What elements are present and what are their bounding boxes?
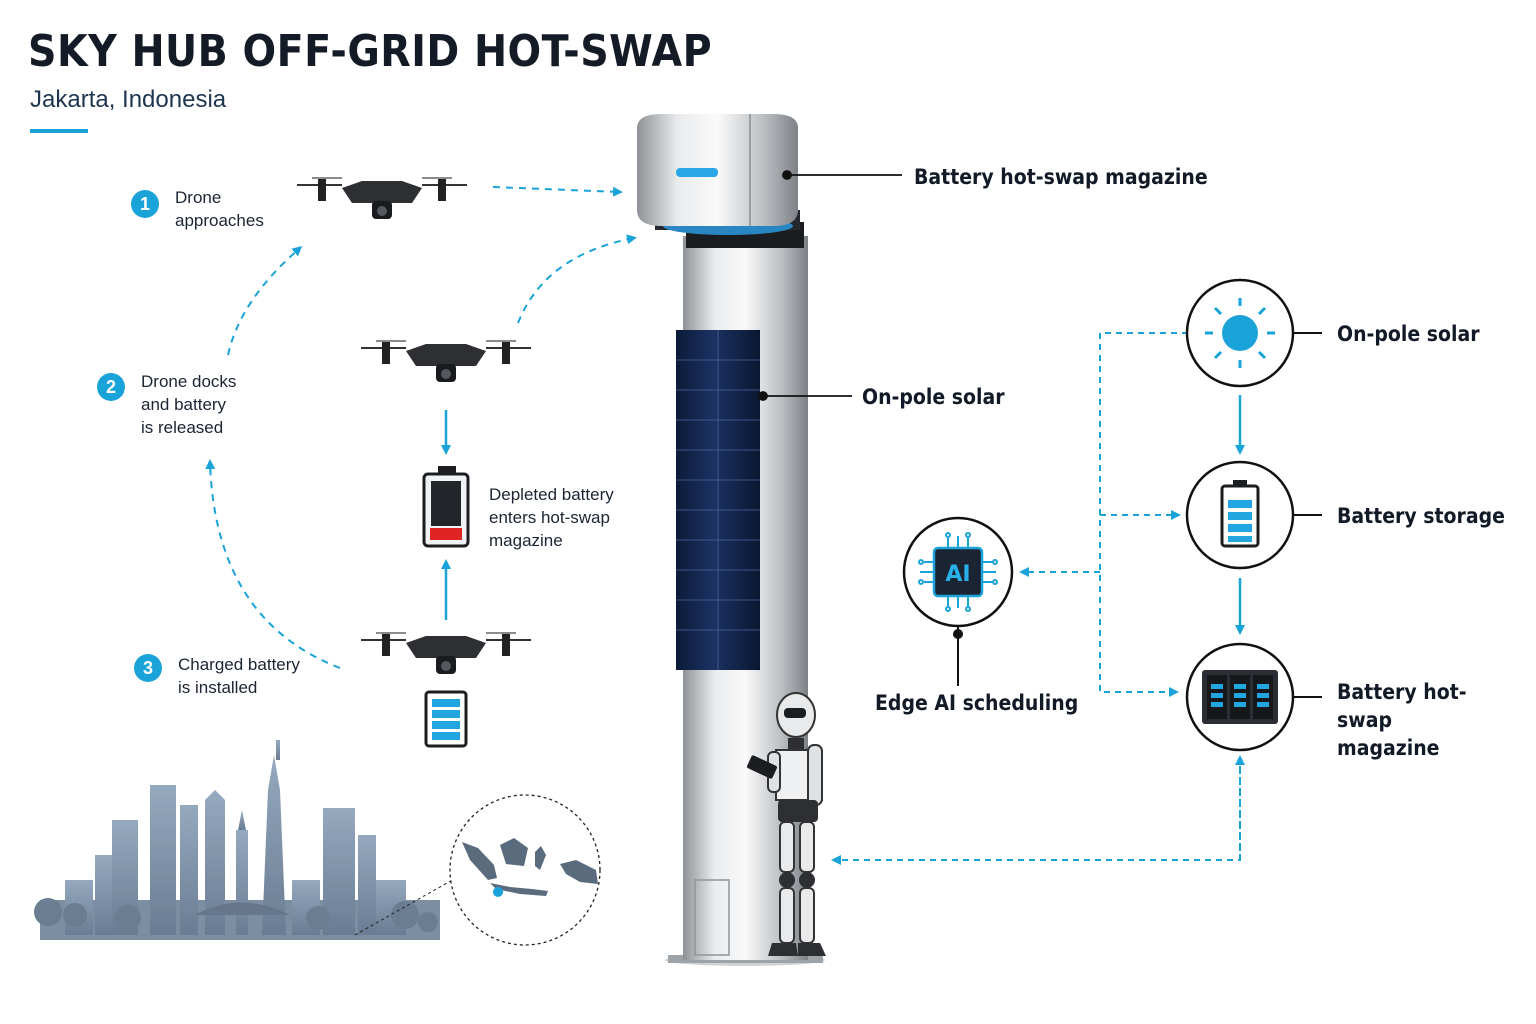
hot-swap-magazine-housing [637,114,798,226]
callout-magazine: Battery hot-swap magazine [914,165,1208,189]
step-1-text: Drone approaches [175,188,264,230]
drone-charged [361,632,531,674]
system-storage-label: Battery storage [1337,504,1505,528]
system-connectors [831,332,1245,865]
charged-battery-icon [424,690,468,748]
page-title: SKY HUB OFF-GRID HOT-SWAP [28,26,713,77]
ai-chip-text: AI [945,562,970,587]
magazine-icon [1202,670,1278,724]
depleted-battery-icon [422,466,470,548]
humanoid-robot [747,692,826,956]
left-flow-arrows [205,186,637,669]
system-magazine-label: Battery hot-swap magazine [1337,680,1467,760]
solar-node [1185,278,1295,388]
callout-solar: On-pole solar [862,385,1005,409]
indonesia-map-inset [449,794,601,946]
jakarta-skyline [34,740,440,940]
sky-hub-pole [637,114,825,966]
depleted-battery-note: Depleted battery enters hot-swap magazin… [489,485,614,550]
system-edge-ai-label: Edge AI scheduling [875,691,1079,715]
step-1-badge: 1 [131,190,159,218]
step-3-text: Charged battery is installed [178,655,300,697]
step-2-badge: 2 [97,373,125,401]
pole-callout-leaders [758,170,902,401]
storage-node [1185,460,1295,570]
step-3-badge: 3 [134,654,162,682]
jakarta-location-dot [493,887,503,897]
step-2-text: Drone docks and battery is released [141,372,237,437]
sun-icon [1205,298,1275,368]
drone-approaching [297,177,467,219]
page-subtitle: Jakarta, Indonesia [30,86,227,113]
ai-chip-icon [918,532,998,612]
edge-ai-node: AI [902,516,1014,628]
battery-storage-icon [1220,480,1260,548]
drone-docking [361,340,531,382]
system-label-ticks [953,332,1322,698]
system-solar-label: On-pole solar [1337,322,1480,346]
magazine-node [1185,642,1295,752]
title-accent-rule [30,129,88,133]
